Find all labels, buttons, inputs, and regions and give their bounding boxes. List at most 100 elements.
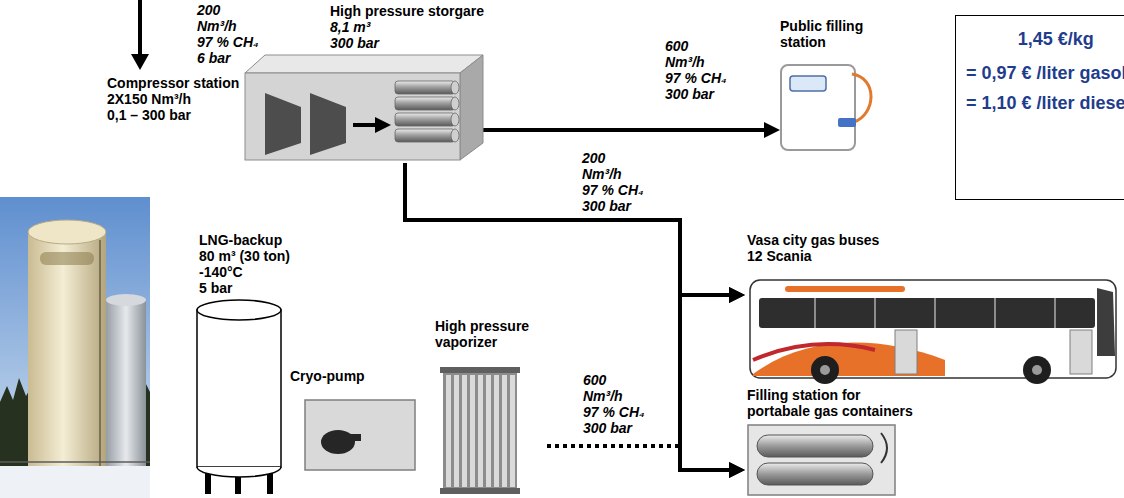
flow-arrow <box>483 128 768 132</box>
bus-wheel <box>811 356 839 384</box>
flow-label: 300 bar <box>330 35 379 51</box>
station-label: Compressor station <box>107 75 239 91</box>
flow-label: Nm³/h <box>582 166 622 182</box>
flow-label: 8,1 m³ <box>330 19 370 35</box>
storage-cylinder <box>395 113 455 126</box>
window-post <box>814 298 816 328</box>
price-box: 1,45 €/kg= 0,97 € /liter gasoline= 1,10 … <box>955 15 1124 200</box>
tank-label: -140°C <box>199 264 243 280</box>
bus-door <box>895 330 917 374</box>
flow-arrow <box>547 446 733 470</box>
photo-snow <box>0 466 150 498</box>
window-post <box>874 298 876 328</box>
cryo-pump: Cryo-pump <box>290 368 417 472</box>
inlet-head <box>131 54 149 70</box>
flow-label: 300 bar <box>582 198 631 214</box>
station-label: Filling station for portabale gas contai… <box>747 387 922 419</box>
vaporizer-fin <box>478 375 483 487</box>
vaporizer-label: High pressure vaporizer <box>435 318 540 350</box>
flow-arrow <box>547 295 733 446</box>
vaporizer-fin <box>446 375 451 487</box>
flow-label: 97 % CH₄ <box>582 182 644 198</box>
photo-silo <box>28 232 106 472</box>
container-station: Filling station for portabale gas contai… <box>745 387 926 497</box>
vaporizer-base <box>440 488 520 494</box>
cylinder-end <box>451 81 459 94</box>
bus-wheel <box>1023 356 1051 384</box>
cylinder-end <box>451 129 459 142</box>
photo-small-tank <box>106 300 146 472</box>
flow-label: 300 bar <box>583 420 632 436</box>
vaporizer-fin <box>454 375 459 487</box>
pump-hose <box>852 74 871 122</box>
window-post <box>1054 298 1056 328</box>
box-side-face <box>460 55 483 160</box>
flow-label: Nm³/h <box>665 54 705 70</box>
photo-ladder <box>99 240 101 470</box>
pump-rotor <box>321 430 355 454</box>
container-rack <box>748 425 895 495</box>
bus-windshield <box>1097 288 1115 356</box>
inlet-line <box>138 0 142 56</box>
bus-label: Vasa city gas buses <box>747 232 879 248</box>
storage-cylinder <box>395 97 455 110</box>
bus-windows <box>759 298 1095 328</box>
gas-container <box>757 463 873 485</box>
flow-label: 6 bar <box>197 50 230 66</box>
vaporizer-fin <box>502 375 507 487</box>
bus-door <box>1070 330 1092 374</box>
inlet-arrow <box>131 0 149 70</box>
flow-label: High pressure storgare <box>330 3 484 19</box>
station-label: Public filling station <box>780 18 884 50</box>
photo-silo-top <box>28 220 106 244</box>
cylinder-end <box>451 97 459 110</box>
inner-arrow-head <box>375 117 391 133</box>
flow-label: 97 % CH₄ <box>665 70 727 86</box>
lng-photo <box>0 197 150 498</box>
rack-hook <box>881 433 887 463</box>
vaporizer-fin <box>494 375 499 487</box>
flow-label: 300 bar <box>665 86 714 102</box>
compressor-symbol <box>265 93 301 155</box>
tank-label: 80 m³ (30 ton) <box>199 248 290 264</box>
vaporizer: High pressure vaporizer <box>435 318 547 496</box>
vaporizer-body <box>443 370 517 492</box>
cylinder-end <box>451 113 459 126</box>
bus-banner <box>785 286 905 292</box>
storage-cylinder <box>395 129 455 142</box>
tank-body <box>197 310 281 467</box>
tank-label: LNG-backup <box>199 232 282 248</box>
pump-housing <box>305 400 415 470</box>
wheel-hub <box>820 365 830 375</box>
flow-arrow <box>405 163 733 295</box>
flow-label: 600 <box>583 372 606 388</box>
flow-label: 600 <box>665 38 688 54</box>
storage-cylinder <box>395 81 455 94</box>
bus-stripe <box>753 344 875 360</box>
gas-container <box>757 435 873 457</box>
photo-sky <box>0 197 150 498</box>
station-label: 2X150 Nm³/h <box>107 91 191 107</box>
pump-nozzle <box>838 118 856 127</box>
box-top-face <box>245 55 483 73</box>
pump-screen <box>790 76 826 91</box>
tank-bottom <box>197 467 281 477</box>
pump-outlet <box>345 434 361 441</box>
inner-arrow-line <box>353 123 377 127</box>
flow-label: 97 % CH₄ <box>583 404 645 420</box>
window-post <box>994 298 996 328</box>
vaporizer-fin <box>462 375 467 487</box>
flow-label: 200 <box>582 150 605 166</box>
vaporizer-fin <box>510 375 515 487</box>
flow-label: 200 <box>197 2 220 18</box>
tank-label: 5 bar <box>199 280 232 296</box>
pump-label: Cryo-pump <box>290 368 365 384</box>
vaporizer-cap <box>440 367 520 373</box>
lng-tank: LNG-backup80 m³ (30 ton)-140°C5 bar <box>195 232 305 495</box>
price-text: 1,45 €/kg <box>1018 28 1094 50</box>
filling-station: Public filling station <box>780 18 895 153</box>
price-text: = 1,10 € /liter diesel <box>966 92 1124 114</box>
bus-body <box>750 280 1116 378</box>
bus-node: Vasa city gas buses12 Scania <box>745 232 1122 387</box>
